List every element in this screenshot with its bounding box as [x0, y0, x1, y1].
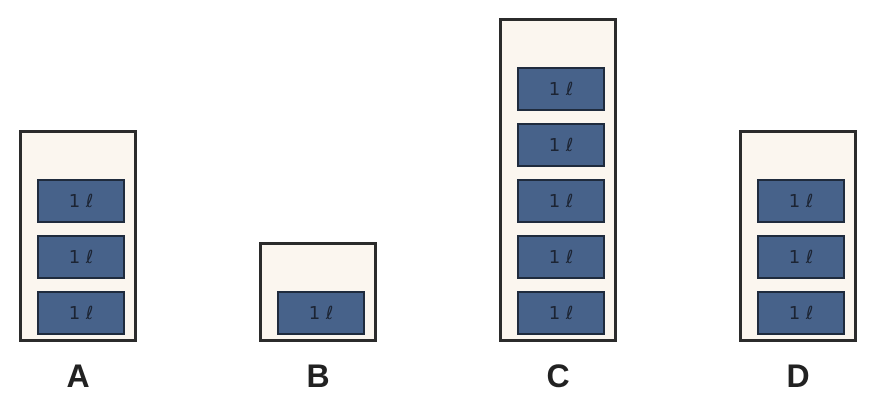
liter-block: 1 ℓ [517, 179, 605, 223]
container-a: 1 ℓ 1 ℓ 1 ℓ [19, 130, 137, 342]
liter-block: 1 ℓ [37, 291, 125, 335]
container-c: 1 ℓ 1 ℓ 1 ℓ 1 ℓ 1 ℓ [499, 18, 617, 342]
container-d: 1 ℓ 1 ℓ 1 ℓ [739, 130, 857, 342]
liter-block: 1 ℓ [517, 291, 605, 335]
liter-block: 1 ℓ [37, 235, 125, 279]
liter-block: 1 ℓ [517, 67, 605, 111]
label-c: C [546, 358, 570, 394]
liter-block: 1 ℓ [757, 291, 845, 335]
label-a: A [66, 358, 90, 394]
liter-block: 1 ℓ [757, 179, 845, 223]
liter-block: 1 ℓ [757, 235, 845, 279]
liter-block: 1 ℓ [517, 123, 605, 167]
label-d: D [786, 358, 810, 394]
liter-block: 1 ℓ [517, 235, 605, 279]
liter-block: 1 ℓ [37, 179, 125, 223]
container-b: 1 ℓ [259, 242, 377, 342]
liter-block: 1 ℓ [277, 291, 365, 335]
label-b: B [306, 358, 330, 394]
